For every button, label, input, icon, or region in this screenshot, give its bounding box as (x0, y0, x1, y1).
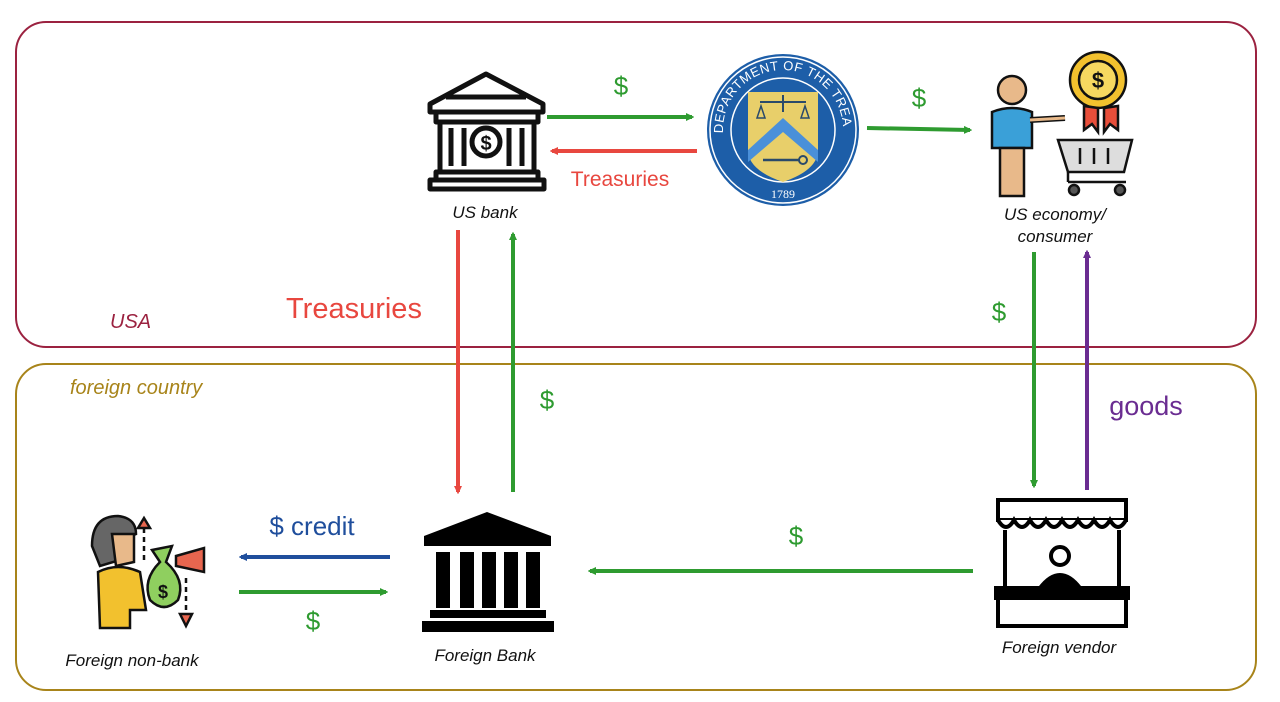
arrow-treasury-to-economy (866, 128, 970, 130)
person-money-bag-icon: $ (90, 514, 206, 630)
foreign-bank-label: Foreign Bank (434, 646, 537, 665)
seal-year: 1789 (771, 187, 795, 201)
flow-label-foreignbank-to-nonbank: $ credit (269, 511, 355, 541)
foreign-nonbank-label: Foreign non-bank (65, 651, 200, 670)
svg-text:$: $ (480, 133, 491, 155)
svg-text:$: $ (1092, 68, 1104, 93)
flow-label-economy-to-vendor: $ (992, 297, 1007, 327)
usa-label: USA (110, 311, 151, 333)
flow-label-treasury-to-economy: $ (912, 83, 927, 113)
foreign-vendor-label: Foreign vendor (1002, 638, 1118, 657)
shopper-cart-icon: $ (990, 50, 1134, 198)
seal-text: THE DEPARTMENT OF THE TREASURY (0, 0, 855, 133)
svg-text:$: $ (158, 582, 168, 602)
us-bank-label: US bank (452, 203, 519, 222)
flow-label-vendor-to-economy: goods (1109, 391, 1183, 421)
flow-label-vendor-to-foreignbank: $ (789, 521, 804, 551)
bank-outline-icon: $ (427, 71, 547, 192)
us-economy-label-line1: US economy/ (1004, 205, 1108, 224)
usa-region (15, 21, 1257, 348)
foreign-region (15, 363, 1257, 691)
flow-label-nonbank-to-foreignbank: $ (306, 606, 321, 636)
bank-solid-icon (422, 512, 554, 632)
svg-text:THE DEPARTMENT OF THE TREASURY: THE DEPARTMENT OF THE TREASURY (0, 0, 855, 133)
foreign-country-label: foreign country (70, 377, 203, 399)
flow-label-usbank-to-foreignbank: Treasuries (286, 293, 422, 325)
flow-label-usbank-to-treasury: $ (614, 71, 629, 101)
flow-label-treasury-to-usbank: Treasuries (571, 168, 669, 191)
vendor-stall-icon (994, 498, 1130, 628)
flow-label-foreignbank-to-usbank: $ (540, 385, 555, 415)
us-economy-label-line2: consumer (1018, 227, 1094, 246)
